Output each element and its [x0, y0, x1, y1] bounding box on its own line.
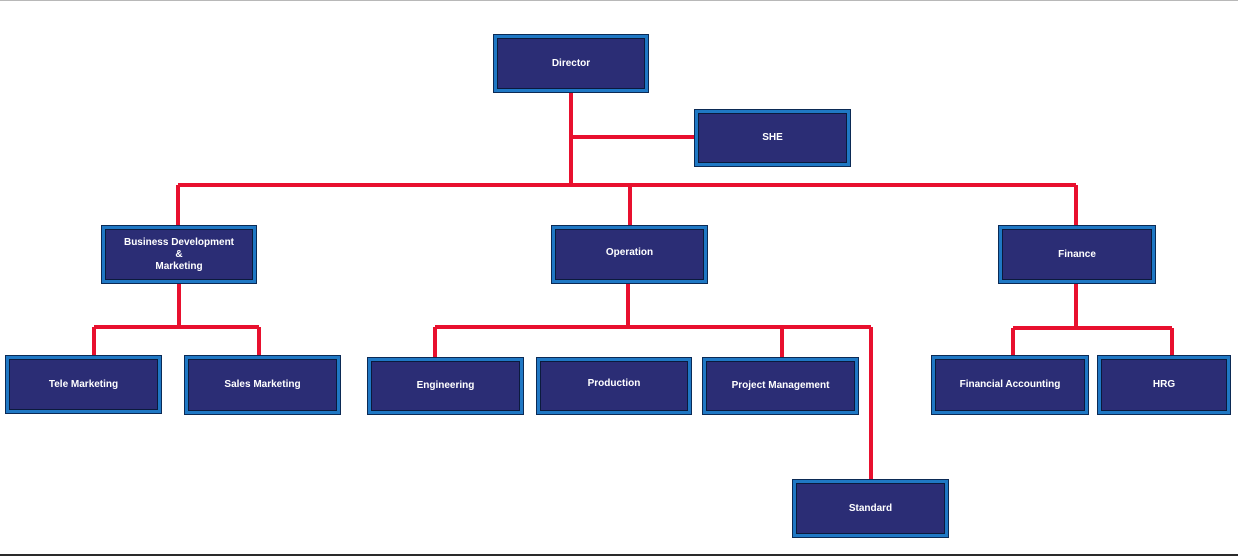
- node-tele-marketing[interactable]: Tele Marketing: [5, 355, 162, 414]
- node-standard[interactable]: Standard: [792, 479, 949, 538]
- node-engineering-label: Engineering: [416, 380, 475, 391]
- node-tele-marketing-label: Tele Marketing: [48, 378, 119, 390]
- node-director[interactable]: Director: [493, 34, 649, 93]
- node-operation-label: Operation: [605, 246, 654, 258]
- node-she-label: SHE: [762, 132, 783, 143]
- node-financial-accounting[interactable]: Financial Accounting: [931, 355, 1089, 415]
- node-sales-marketing-label: Sales Marketing: [224, 379, 301, 390]
- node-sales-marketing[interactable]: Sales Marketing: [184, 355, 341, 415]
- node-business-development[interactable]: Business Development & Marketing: [101, 225, 257, 284]
- node-hrg-label: HRG: [1152, 379, 1176, 390]
- node-engineering[interactable]: Engineering: [367, 357, 524, 415]
- node-standard-label: Standard: [848, 502, 893, 514]
- node-project-management-label: Project Management: [731, 380, 830, 391]
- node-production[interactable]: Production: [536, 357, 692, 415]
- node-director-label: Director: [551, 57, 591, 69]
- node-she[interactable]: SHE: [694, 109, 851, 167]
- node-finance-label: Finance: [1058, 248, 1096, 260]
- node-financial-accounting-label: Financial Accounting: [959, 379, 1061, 390]
- node-project-management[interactable]: Project Management: [702, 357, 859, 415]
- node-finance[interactable]: Finance: [998, 225, 1156, 284]
- node-production-label: Production: [587, 378, 641, 389]
- node-business-development-label: Business Development & Marketing: [123, 236, 235, 272]
- bottom-border-line: [0, 554, 1238, 556]
- node-hrg[interactable]: HRG: [1097, 355, 1231, 415]
- top-border-line: [0, 0, 1238, 1]
- node-operation[interactable]: Operation: [551, 225, 708, 284]
